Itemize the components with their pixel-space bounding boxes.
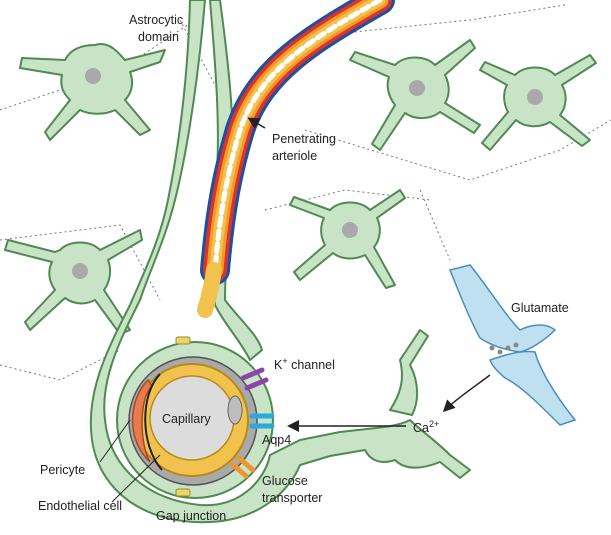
endothelial-cell-label: Endothelial cell — [38, 499, 122, 513]
penetrating-arteriole — [197, 0, 395, 318]
astrocyte-middle — [289, 189, 406, 289]
pericyte-shape — [131, 378, 153, 463]
glucose-transporter-label-line2: transporter — [262, 491, 322, 505]
glucose-transporter-label-line1: Glucose — [262, 474, 308, 488]
gap-junction-top — [175, 336, 191, 345]
synapse — [448, 264, 577, 426]
arrows — [247, 117, 491, 432]
k-channel-label: K+ channel — [274, 356, 335, 372]
capillary-label: Capillary — [162, 412, 211, 426]
aqp4-icon — [249, 413, 275, 429]
aqp4-label: Aqp4 — [262, 433, 291, 447]
astrocyte-far-right — [479, 54, 597, 151]
penetrating-arteriole-label-line2: arteriole — [272, 149, 317, 163]
astrocytic-domain-label-line2: domain — [138, 30, 179, 44]
leader-lines — [99, 419, 161, 503]
astrocyte-top-right — [349, 39, 481, 151]
glutamate-label: Glutamate — [511, 301, 569, 315]
k-channel-icon — [240, 367, 269, 391]
astrocyte-top-left — [19, 43, 166, 141]
astrocytic-domain-label-line1: Astrocytic — [129, 13, 183, 27]
glucose-transporter-icon — [229, 455, 256, 479]
ca-label: Ca2+ — [413, 419, 439, 435]
penetrating-arteriole-label-line1: Penetrating — [272, 132, 336, 146]
astrocyte-left — [4, 229, 143, 335]
gap-junction-bottom — [175, 488, 191, 497]
pericyte-label: Pericyte — [40, 463, 85, 477]
gap-junction-label: Gap junction — [156, 509, 226, 523]
